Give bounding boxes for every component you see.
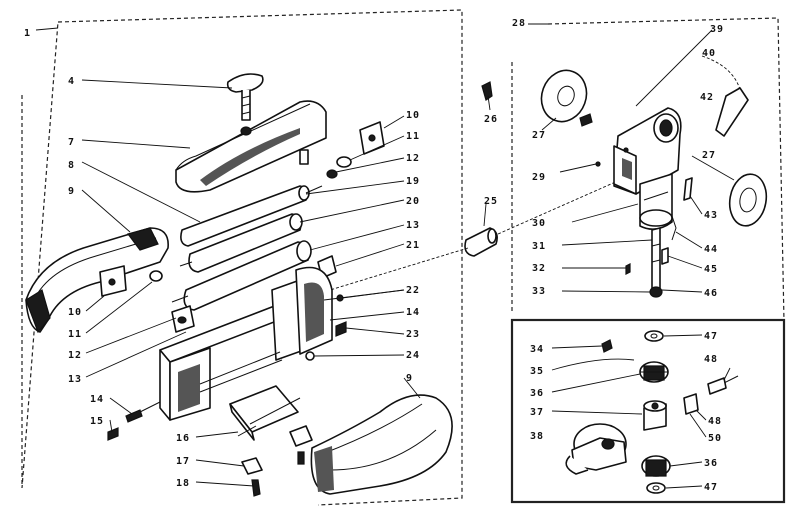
part-spring-pin — [661, 177, 693, 265]
callout-37: 37 — [530, 407, 544, 418]
callout-labels: 1 4 7 8 9 10 11 12 13 14 15 16 17 18 10 … — [24, 18, 724, 493]
part-column — [639, 173, 673, 230]
callout-11-left: 11 — [68, 329, 82, 340]
callout-32: 32 — [532, 263, 546, 274]
callout-35: 35 — [530, 366, 544, 377]
callout-9-right: 9 — [406, 373, 413, 384]
part-small-screw — [481, 81, 493, 101]
part-thumb-screw — [226, 73, 264, 121]
callout-14-right: 14 — [406, 307, 420, 318]
callout-34: 34 — [530, 344, 544, 355]
callout-44: 44 — [704, 244, 718, 255]
part-top-washer — [644, 330, 664, 342]
callout-21: 21 — [406, 240, 420, 251]
callout-20: 20 — [406, 196, 420, 207]
part-frame-screws — [305, 294, 347, 361]
callout-10-right: 10 — [406, 110, 420, 121]
callout-24: 24 — [406, 350, 420, 361]
part-large-gear — [565, 423, 627, 475]
callout-40: 40 — [702, 48, 716, 59]
left-assembly — [21, 9, 463, 506]
part-right-bracket — [359, 121, 385, 155]
part-blade-plate — [229, 385, 301, 441]
callout-27-upper: 27 — [532, 130, 546, 141]
callout-48-lower: 48 — [708, 416, 722, 427]
callout-23: 23 — [406, 329, 420, 340]
callout-47-lower: 47 — [704, 482, 718, 493]
callout-36-lower: 36 — [704, 458, 718, 469]
right-assembly — [510, 17, 786, 504]
part-gearbox-housing — [613, 107, 682, 195]
callout-7: 7 — [68, 137, 75, 148]
part-upper-gear — [639, 361, 669, 383]
part-drive-shaft — [651, 227, 661, 291]
callout-47-upper: 47 — [704, 331, 718, 342]
callout-42: 42 — [700, 92, 714, 103]
part-lower-roller — [171, 240, 312, 311]
callout-30: 30 — [532, 218, 546, 229]
callout-33: 33 — [532, 286, 546, 297]
callout-16: 16 — [176, 433, 190, 444]
part-housing-screw — [579, 113, 593, 127]
callout-31: 31 — [532, 241, 546, 252]
part-clip-and-screw — [241, 425, 313, 497]
callout-43: 43 — [704, 210, 718, 221]
callout-46: 46 — [704, 288, 718, 299]
part-spring-clip — [683, 375, 739, 415]
part-end-caps — [171, 305, 195, 333]
part-bottom-washer — [646, 482, 666, 494]
callout-1: 1 — [24, 28, 31, 39]
callout-48-upper: 48 — [704, 354, 718, 365]
part-upper-disc — [540, 69, 588, 123]
part-upper-roller — [180, 185, 323, 247]
callout-9-left: 9 — [68, 186, 75, 197]
callout-27-right: 27 — [702, 150, 716, 161]
part-shaft-nut — [649, 286, 663, 298]
callout-13-left: 13 — [68, 374, 82, 385]
part-coupling — [464, 227, 498, 257]
part-left-washer — [149, 270, 163, 282]
callout-36-upper: 36 — [530, 388, 544, 399]
part-right-nut — [326, 169, 338, 179]
callout-11-right: 11 — [406, 131, 420, 142]
gear-subassembly-box — [510, 318, 786, 504]
callout-28: 28 — [512, 18, 526, 29]
part-pivot-pin — [559, 161, 601, 173]
part-bushing — [643, 400, 667, 431]
callout-12-left: 12 — [68, 350, 82, 361]
callout-18: 18 — [176, 478, 190, 489]
part-right-washer — [336, 156, 352, 168]
callout-10-left: 10 — [68, 307, 82, 318]
part-small-pin — [601, 339, 613, 353]
callout-50: 50 — [708, 433, 722, 444]
callout-45: 45 — [704, 264, 718, 275]
callout-8: 8 — [68, 160, 75, 171]
callout-38: 38 — [530, 431, 544, 442]
part-lever-handle — [715, 87, 749, 137]
callout-17: 17 — [176, 456, 190, 467]
left-frame-outline — [21, 9, 463, 506]
part-left-bracket — [99, 265, 127, 297]
part-top-housing — [175, 100, 327, 193]
callout-15: 15 — [90, 416, 104, 427]
part-right-disc — [728, 173, 768, 227]
part-left-cover — [25, 227, 169, 334]
callout-22: 22 — [406, 285, 420, 296]
callout-39: 39 — [710, 24, 724, 35]
part-left-screws — [107, 401, 161, 441]
callout-13-right: 13 — [406, 220, 420, 231]
right-frame-outline — [511, 17, 785, 323]
callout-12-right: 12 — [406, 153, 420, 164]
callout-14-left: 14 — [90, 394, 104, 405]
part-main-frame — [159, 266, 333, 421]
part-right-cover — [310, 394, 453, 495]
callout-19: 19 — [406, 176, 420, 187]
callout-25: 25 — [484, 196, 498, 207]
part-shaft-key — [625, 263, 631, 275]
callout-4: 4 — [68, 76, 75, 87]
part-lower-gear — [641, 455, 671, 477]
callout-26: 26 — [484, 114, 498, 125]
callout-29: 29 — [532, 172, 546, 183]
